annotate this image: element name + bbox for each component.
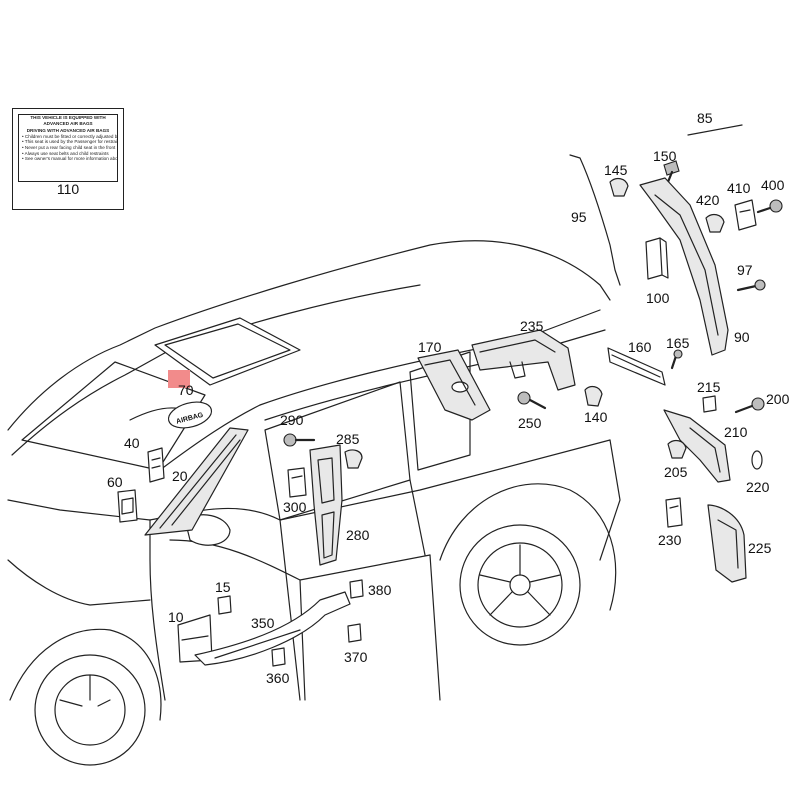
part-number-165: 165 [666, 335, 690, 351]
part-number-370: 370 [344, 649, 368, 665]
airbag-warning-label-card: THIS VEHICLE IS EQUIPPED WITH ADVANCED A… [12, 108, 124, 210]
airbag-badge: AIRBAG [167, 401, 213, 429]
part-number-410: 410 [727, 180, 751, 196]
part-number-60: 60 [107, 474, 123, 490]
part-number-290: 290 [280, 412, 304, 428]
cap-140 [584, 385, 603, 407]
bolt-290 [283, 433, 316, 447]
part-number-280: 280 [346, 527, 370, 543]
trim-panel-235 [471, 329, 576, 391]
label-bullet: • This seat is used by the Passenger for… [22, 139, 118, 145]
part-number-420: 420 [696, 192, 720, 208]
c-pillar-trim-170 [417, 349, 491, 421]
part-number-225: 225 [748, 540, 772, 556]
clip-15 [217, 595, 232, 615]
part-number-220: 220 [746, 479, 770, 495]
part-number-labels: 70 40 20 60 290 285 300 280 15 10 350 38… [107, 110, 790, 686]
part-number-100: 100 [646, 290, 670, 306]
part-number-150: 150 [653, 148, 677, 164]
part-number-235: 235 [520, 318, 544, 334]
part-number-285: 285 [336, 431, 360, 447]
label-bullet: • Always use seat belts and child restra… [22, 150, 109, 156]
clip-380 [349, 579, 364, 599]
block-100 [645, 237, 669, 280]
upper-trim-90 [639, 177, 729, 356]
a-pillar-trim [144, 427, 249, 536]
part-number-90: 90 [734, 329, 750, 345]
label-bullet: • See owner's manual for more informatio… [22, 156, 118, 162]
label-line-2: ADVANCED AIR BAGS [43, 120, 93, 126]
part-number-210: 210 [724, 424, 748, 440]
part-number-15: 15 [215, 579, 231, 595]
screw-165 [670, 349, 683, 370]
bolt-200 [734, 397, 765, 414]
label-bullet: • Children must be fitted or correctly a… [22, 133, 118, 139]
clip-300 [287, 467, 307, 498]
part-number-97: 97 [737, 262, 753, 278]
part-number-250: 250 [518, 415, 542, 431]
label-card-text: THIS VEHICLE IS EQUIPPED WITH ADVANCED A… [18, 114, 118, 182]
clip-145 [609, 177, 629, 197]
part-number-85: 85 [697, 110, 713, 126]
clip-205 [667, 439, 687, 459]
part-number-160: 160 [628, 339, 652, 355]
highlight-marker [168, 370, 190, 388]
leader-85 [687, 124, 743, 136]
part-number-230: 230 [658, 532, 682, 548]
part-number-10: 10 [168, 609, 184, 625]
cable-95 [569, 154, 621, 286]
part-number-300: 300 [283, 499, 307, 515]
part-number-200: 200 [766, 391, 790, 407]
part-number-215: 215 [697, 379, 721, 395]
grommet-220 [751, 450, 763, 470]
part-number-110: 110 [56, 181, 80, 197]
label-subhead: DRIVING WITH ADVANCED AIR BAGS [26, 128, 110, 134]
part-number-205: 205 [664, 464, 688, 480]
part-number-170: 170 [418, 339, 442, 355]
bolt-150 [663, 160, 680, 184]
b-pillar-trim [309, 444, 343, 566]
trim-strip-160 [607, 347, 666, 386]
part-number-140: 140 [584, 409, 608, 425]
panel-225 [707, 504, 747, 583]
part-number-400: 400 [761, 177, 785, 193]
cap-285 [344, 449, 363, 469]
part-number-145: 145 [604, 162, 628, 178]
part-number-70: 70 [178, 382, 194, 398]
clip-370 [347, 623, 362, 643]
clip-40 [147, 447, 165, 483]
part-number-20: 20 [172, 468, 188, 484]
bracket-410 [734, 199, 757, 231]
part-number-350: 350 [251, 615, 275, 631]
part-number-380: 380 [368, 582, 392, 598]
clip-60 [117, 489, 138, 523]
vehicle-outline [7, 240, 621, 766]
bolt-250 [517, 391, 547, 410]
part-number-40: 40 [124, 435, 140, 451]
label-bullet: • Never put a rear facing child seat in … [22, 144, 116, 150]
bolt-400 [756, 199, 783, 214]
label-line-1: THIS VEHICLE IS EQUIPPED WITH [30, 115, 106, 120]
bracket-230 [665, 497, 683, 528]
bolt-97 [736, 279, 766, 292]
part-number-360: 360 [266, 670, 290, 686]
part-number-95: 95 [571, 209, 587, 225]
clip-215 [702, 395, 717, 413]
clip-360 [271, 647, 286, 667]
sill-trim-350 [194, 591, 351, 666]
clip-420 [705, 213, 725, 233]
